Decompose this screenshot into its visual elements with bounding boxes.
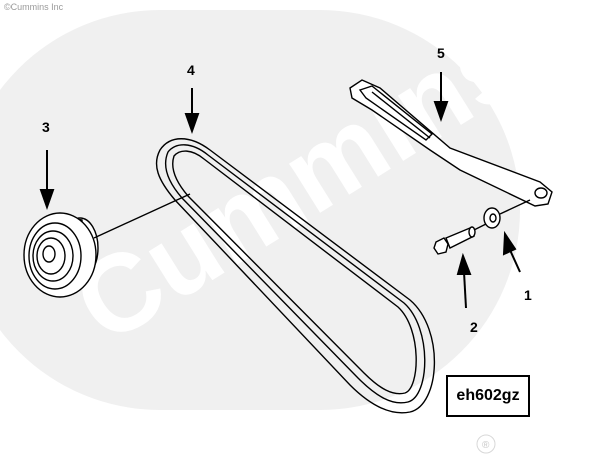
registered-mark: ® <box>482 440 490 451</box>
pulley-drawing <box>23 193 191 298</box>
drawing-code: eh602gz <box>456 387 520 404</box>
copyright-notice: ©Cummins Inc <box>4 2 64 12</box>
drawing-code-box: eh602gz <box>446 375 530 417</box>
bracket-drawing <box>349 79 553 207</box>
washer-drawing <box>483 199 531 229</box>
callout-4: 4 <box>187 62 195 78</box>
callout-5: 5 <box>437 45 445 61</box>
callout-2: 2 <box>470 319 478 335</box>
belt-drawing <box>155 138 436 414</box>
callout-1: 1 <box>524 287 532 303</box>
callout-3: 3 <box>42 119 50 135</box>
registered-mark-circle <box>476 434 496 454</box>
callout-arrows <box>39 72 521 309</box>
capscrew-drawing <box>433 223 487 255</box>
